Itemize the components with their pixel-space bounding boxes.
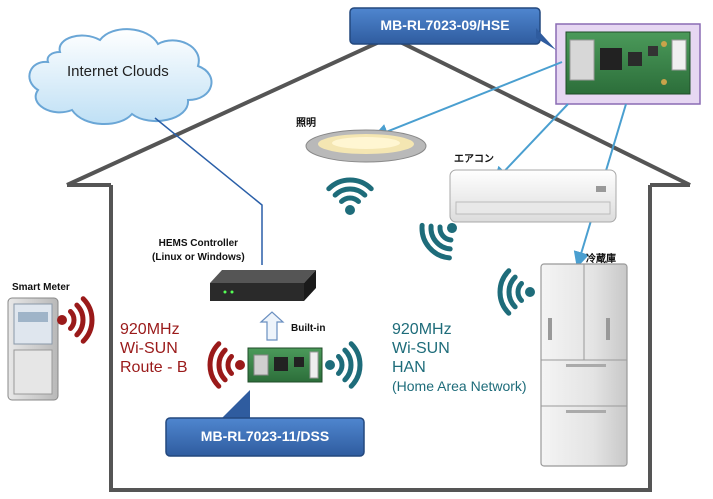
smart-meter-device [7, 297, 59, 401]
han-signal-icon [325, 341, 363, 389]
arrow-to-lighting [372, 61, 563, 139]
air-conditioner [449, 169, 617, 223]
dss-callout-label: MB-RL7023-11/DSS [200, 428, 330, 444]
ceiling-light [305, 129, 427, 163]
refrigerator [540, 263, 628, 467]
built-in-arrow [259, 311, 285, 341]
han-description: (Home Area Network) [392, 378, 527, 394]
fridge-label: 冷蔵庫 [586, 254, 616, 265]
dss-module-board [247, 347, 323, 383]
aircon-signal-icon [419, 222, 457, 261]
hse-callout-label: MB-RL7023-09/HSE [380, 17, 510, 33]
route-b-name: Route - B [120, 359, 188, 376]
lighting-label: 照明 [296, 118, 316, 129]
han-name: HAN [392, 359, 426, 376]
hems-label-line2: (Linux or Windows) [152, 252, 245, 263]
lighting-signal-icon [326, 177, 374, 215]
han-freq: 920MHz [392, 321, 452, 338]
hems-controller-device [210, 270, 316, 301]
internet-cloud [28, 28, 213, 126]
aircon-label: エアコン [454, 154, 494, 165]
fridge-signal-icon [497, 268, 535, 316]
cloud-link-line [154, 117, 263, 265]
built-in-label: Built-in [291, 323, 326, 334]
dss-callout [165, 390, 365, 457]
route-b-label: 920MHz Wi-SUN Route - B [120, 320, 188, 377]
route-b-freq: 920MHz [120, 321, 180, 338]
hems-label-line1: HEMS Controller [158, 238, 239, 249]
wireless-signals [57, 177, 535, 389]
arrow-to-aircon [493, 103, 569, 183]
smart-meter-label: Smart Meter [12, 282, 70, 293]
hems-label: HEMS Controller (Linux or Windows) [152, 237, 245, 265]
hse-callout [349, 7, 556, 50]
hse-module-board [555, 23, 701, 105]
route-b-signal-icon [207, 341, 245, 389]
han-protocol: Wi-SUN [392, 340, 450, 357]
route-b-protocol: Wi-SUN [120, 340, 178, 357]
han-label: 920MHz Wi-SUN HAN (Home Area Network) [392, 320, 527, 396]
smart-meter-signal-icon [57, 296, 95, 344]
cloud-label: Internet Clouds [67, 63, 169, 80]
